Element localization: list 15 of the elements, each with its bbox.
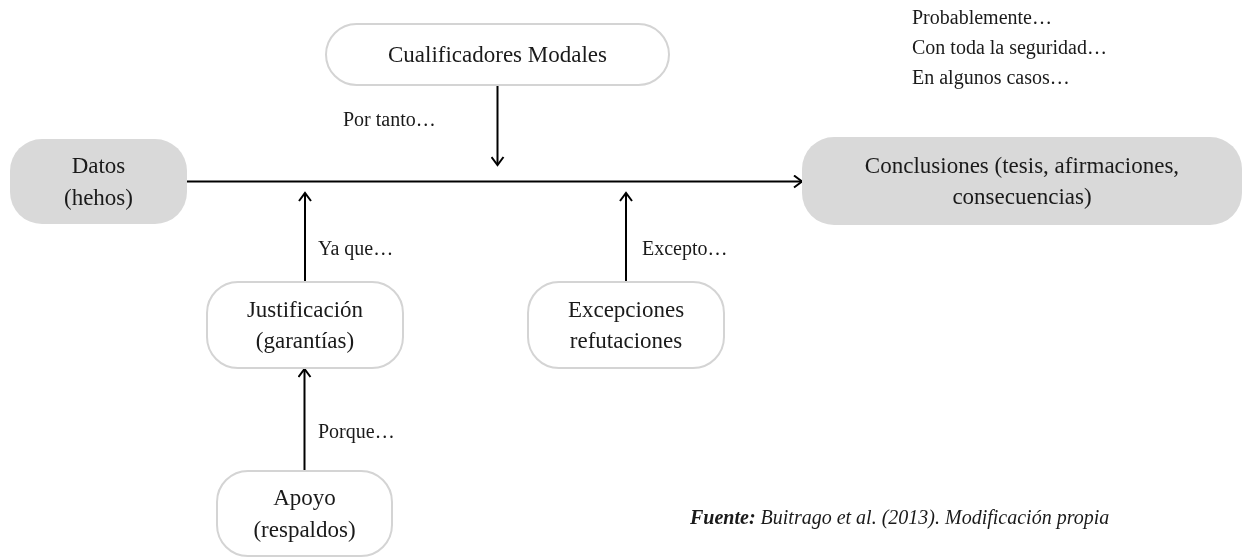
warrant-box: Justificación (garantías): [206, 281, 404, 369]
arrow: [490, 85, 505, 166]
backing-box: Apoyo (respaldos): [216, 470, 393, 557]
data-box: Datos (hehos): [10, 139, 187, 224]
qualifier-example: Probablemente…: [912, 6, 1052, 29]
arrow: [297, 368, 312, 471]
arrow: [298, 192, 312, 282]
qualifier-example: Con toda la seguridad…: [912, 36, 1107, 59]
qualifier-box: Cualificadores Modales: [325, 23, 670, 86]
arrow: [619, 192, 633, 282]
arrow: [186, 174, 803, 189]
qualifier-example: En algunos casos…: [912, 66, 1070, 89]
conclusion-box: Conclusiones (tesis, afirmaciones, consecuencias): [802, 137, 1242, 225]
source-caption: Fuente: Buitrago et al. (2013). Modificación propia: [690, 506, 1110, 529]
rebuttal-box: Excepciones refutaciones: [527, 281, 725, 369]
